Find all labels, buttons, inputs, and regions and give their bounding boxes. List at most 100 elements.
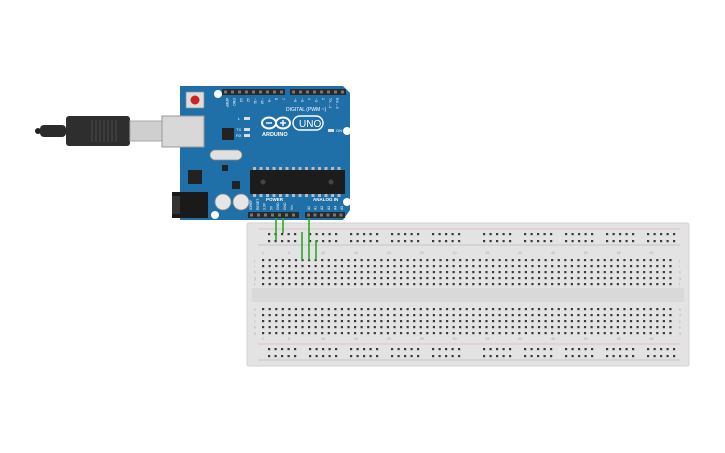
rail-hole[interactable]: [369, 355, 372, 358]
breadboard-hole[interactable]: [669, 271, 672, 274]
rail-hole[interactable]: [322, 355, 325, 358]
rail-hole[interactable]: [647, 233, 650, 236]
rail-hole[interactable]: [322, 348, 325, 351]
breadboard-hole[interactable]: [551, 259, 554, 262]
breadboard-hole[interactable]: [557, 326, 560, 329]
breadboard-hole[interactable]: [662, 259, 665, 262]
breadboard-hole[interactable]: [616, 314, 619, 317]
breadboard-hole[interactable]: [511, 308, 514, 311]
header-hole[interactable]: [278, 213, 281, 217]
rail-hole[interactable]: [606, 348, 609, 351]
breadboard-hole[interactable]: [301, 308, 304, 311]
breadboard-hole[interactable]: [603, 314, 606, 317]
breadboard-hole[interactable]: [294, 308, 298, 311]
breadboard-hole[interactable]: [590, 320, 593, 323]
breadboard-hole[interactable]: [367, 308, 370, 311]
breadboard-hole[interactable]: [629, 271, 633, 274]
breadboard-hole[interactable]: [275, 326, 278, 329]
breadboard-hole[interactable]: [301, 314, 304, 317]
breadboard-hole[interactable]: [616, 259, 619, 262]
breadboard-hole[interactable]: [531, 332, 534, 335]
breadboard-hole[interactable]: [314, 332, 317, 335]
breadboard-hole[interactable]: [669, 332, 672, 335]
rail-hole[interactable]: [404, 233, 407, 236]
breadboard-hole[interactable]: [669, 320, 672, 323]
breadboard-hole[interactable]: [465, 265, 468, 268]
header-hole[interactable]: [259, 90, 262, 94]
rail-hole[interactable]: [376, 240, 379, 243]
breadboard-hole[interactable]: [262, 308, 265, 311]
breadboard-hole[interactable]: [629, 265, 633, 268]
header-hole[interactable]: [292, 213, 295, 217]
breadboard-hole[interactable]: [597, 259, 600, 262]
breadboard-hole[interactable]: [301, 265, 304, 268]
breadboard-hole[interactable]: [662, 308, 665, 311]
breadboard-hole[interactable]: [426, 283, 429, 286]
header-hole[interactable]: [285, 213, 288, 217]
breadboard-hole[interactable]: [570, 283, 573, 286]
breadboard-hole[interactable]: [426, 308, 429, 311]
rail-hole[interactable]: [530, 240, 533, 243]
breadboard-hole[interactable]: [327, 265, 330, 268]
rail-hole[interactable]: [509, 355, 512, 358]
rail-hole[interactable]: [363, 355, 366, 358]
breadboard-hole[interactable]: [275, 332, 278, 335]
rail-hole[interactable]: [309, 355, 312, 358]
breadboard-hole[interactable]: [649, 320, 652, 323]
breadboard-hole[interactable]: [656, 332, 659, 335]
breadboard-hole[interactable]: [610, 308, 613, 311]
breadboard-hole[interactable]: [288, 271, 291, 274]
breadboard-hole[interactable]: [380, 314, 383, 317]
breadboard-hole[interactable]: [636, 265, 639, 268]
breadboard-hole[interactable]: [340, 314, 344, 317]
breadboard-hole[interactable]: [465, 308, 468, 311]
breadboard-hole[interactable]: [603, 332, 606, 335]
rail-hole[interactable]: [294, 355, 297, 358]
header-hole[interactable]: [326, 213, 330, 217]
breadboard-hole[interactable]: [432, 332, 436, 335]
breadboard-hole[interactable]: [505, 314, 508, 317]
breadboard-hole[interactable]: [465, 326, 468, 329]
breadboard-hole[interactable]: [321, 308, 324, 311]
breadboard-hole[interactable]: [426, 332, 429, 335]
breadboard-hole[interactable]: [577, 271, 580, 274]
rail-hole[interactable]: [376, 233, 379, 236]
breadboard-hole[interactable]: [452, 326, 455, 329]
breadboard-hole[interactable]: [603, 259, 606, 262]
breadboard-hole[interactable]: [353, 320, 357, 323]
breadboard-hole[interactable]: [373, 308, 376, 311]
breadboard-hole[interactable]: [491, 283, 495, 286]
rail-hole[interactable]: [438, 348, 441, 351]
breadboard-hole[interactable]: [432, 320, 436, 323]
breadboard-hole[interactable]: [557, 308, 560, 311]
breadboard-hole[interactable]: [452, 320, 455, 323]
breadboard-hole[interactable]: [662, 326, 665, 329]
header-hole[interactable]: [299, 90, 302, 94]
breadboard-hole[interactable]: [603, 320, 606, 323]
breadboard-hole[interactable]: [367, 265, 370, 268]
breadboard-hole[interactable]: [413, 314, 416, 317]
rail-hole[interactable]: [612, 240, 615, 243]
breadboard-hole[interactable]: [629, 332, 633, 335]
rail-hole[interactable]: [483, 240, 486, 243]
breadboard-hole[interactable]: [472, 314, 475, 317]
breadboard-hole[interactable]: [577, 283, 580, 286]
rail-hole[interactable]: [315, 348, 318, 351]
breadboard-hole[interactable]: [636, 326, 639, 329]
breadboard-hole[interactable]: [321, 265, 324, 268]
rail-hole[interactable]: [445, 348, 448, 351]
breadboard-hole[interactable]: [505, 283, 508, 286]
breadboard-hole[interactable]: [367, 320, 370, 323]
rail-hole[interactable]: [550, 233, 553, 236]
rail-hole[interactable]: [391, 240, 394, 243]
breadboard-hole[interactable]: [367, 271, 370, 274]
breadboard-hole[interactable]: [577, 320, 580, 323]
breadboard-hole[interactable]: [544, 277, 547, 280]
rail-hole[interactable]: [417, 233, 420, 236]
breadboard-hole[interactable]: [268, 259, 271, 262]
breadboard-hole[interactable]: [275, 265, 278, 268]
breadboard-hole[interactable]: [426, 314, 429, 317]
breadboard-hole[interactable]: [347, 314, 350, 317]
breadboard-hole[interactable]: [360, 308, 363, 311]
breadboard-hole[interactable]: [262, 277, 265, 280]
